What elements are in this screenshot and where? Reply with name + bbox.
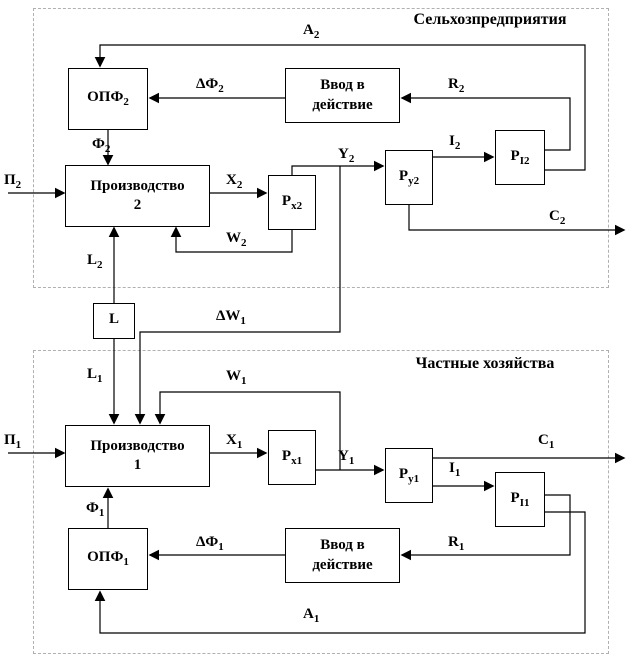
box-px1: Pх1	[268, 430, 316, 485]
label-w1: W1	[226, 368, 247, 387]
label-p2: П2	[4, 172, 22, 191]
label-dw1: ΔW1	[216, 308, 246, 327]
box-labor: L	[93, 303, 135, 339]
label-dphi2: ΔФ2	[196, 76, 224, 95]
box-py2: Pу2	[385, 150, 433, 205]
label-r2: R2	[448, 76, 465, 95]
box-pi2: PI2	[495, 130, 545, 185]
section-agricultural-title: Сельхозпредприятия	[413, 11, 567, 28]
label-c1: C1	[538, 432, 555, 451]
box-py1: Pу1	[385, 448, 433, 503]
label-c2: C2	[549, 208, 566, 227]
label-l2: L2	[87, 252, 103, 271]
label-dphi1: ΔФ1	[196, 534, 224, 553]
label-x1: X1	[226, 432, 243, 451]
section-private-title: Частные хозяйства	[415, 355, 555, 372]
label-i2: I2	[449, 133, 461, 152]
label-y1: Y1	[338, 448, 355, 467]
label-y2: Y2	[338, 146, 355, 165]
label-a1: A1	[303, 606, 320, 625]
label-i1: I1	[449, 460, 461, 479]
label-x2: X2	[226, 172, 243, 191]
box-px2: Pх2	[268, 175, 316, 230]
box-opf1: ОПФ1	[68, 528, 148, 590]
label-phi1: Ф1	[86, 500, 105, 519]
box-pi1: PI1	[495, 472, 545, 527]
label-a2: A2	[303, 22, 320, 41]
label-p1: П1	[4, 432, 22, 451]
label-phi2: Ф2	[92, 136, 111, 155]
box-opf2: ОПФ2	[68, 68, 148, 130]
label-l1: L1	[87, 366, 103, 385]
label-w2: W2	[226, 230, 247, 249]
label-r1: R1	[448, 534, 465, 553]
